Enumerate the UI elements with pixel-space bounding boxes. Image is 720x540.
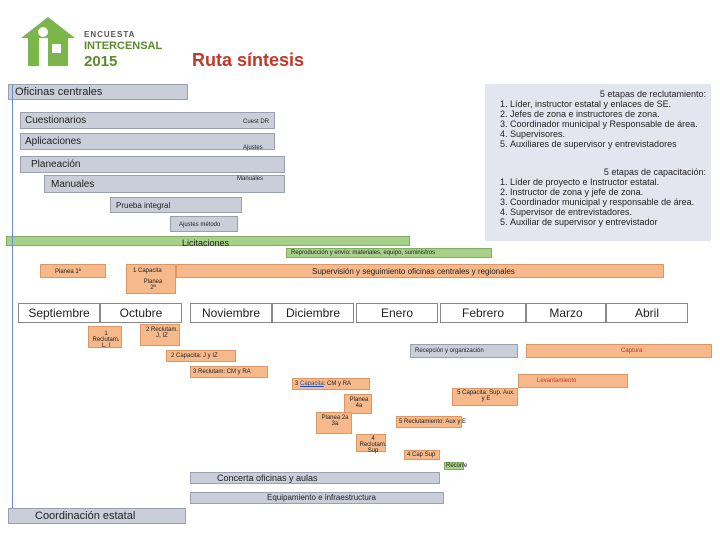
bar-capacita-2: 2 Capacita: J y IZ <box>166 350 236 362</box>
recruitment-item: Líder, instructor estatal y enlaces de S… <box>510 99 706 109</box>
bar-captura: Captura <box>526 344 712 358</box>
planea1-label: Planea 1ª <box>55 269 81 275</box>
manuales-label: Manuales <box>237 176 264 182</box>
logo-line-3: 2015 <box>84 53 118 70</box>
month-noviembre: Noviembre <box>190 303 272 323</box>
bar-levantamiento: Levantamiento <box>518 374 628 388</box>
recruitment-item: Coordinador municipal y Responsable de á… <box>510 119 706 129</box>
capsup-label: 4 Cap Sup <box>407 452 436 458</box>
state-header-label: Coordinación estatal <box>35 510 136 522</box>
bar-reclutamiento-1: 1 Reclutam. L, I <box>88 326 122 349</box>
recruitment-item: Auxiliares de supervisor y entrevistador… <box>510 139 706 149</box>
month-abril: Abril <box>606 303 688 323</box>
planea4a-label: Planea 4a <box>349 397 369 409</box>
reclut5-label: 5 Reclutamiento: Aux y E <box>399 419 467 425</box>
bar-reclut-3: 3 Reclutam: CM y RA <box>190 366 268 378</box>
bar-reproduccion: Reproducción y envío: materiales, equipo… <box>286 248 492 258</box>
month-febrero: Febrero <box>440 303 526 323</box>
planeacion-label: Planeación <box>31 159 81 170</box>
bar-supervision: Supervisión y seguimiento oficinas centr… <box>176 264 664 278</box>
training-list: 5 etapas de capacitación: Líder de proye… <box>492 167 706 227</box>
capacita1-label: 1 Capacita <box>133 268 162 274</box>
bar-equipamiento: Equipamiento e infraestructura <box>190 492 444 504</box>
page-title: Ruta síntesis <box>192 50 305 70</box>
aplicaciones-label: Aplicaciones <box>25 136 82 147</box>
bar-reclut-5: 5 Reclutamiento: Aux y E <box>396 416 466 428</box>
levantamiento-label: Levantamiento <box>537 378 577 384</box>
training-item: Coordinador municipal y responsable de á… <box>510 197 706 207</box>
bar-recorre: Recorre <box>444 462 468 470</box>
capacita2-label: 2 Capacita: J y IZ <box>171 353 218 359</box>
month-enero: Enero <box>356 303 438 323</box>
bar-capacita-1: 1 Capacita Planea 2ª <box>126 264 176 294</box>
month-marzo: Marzo <box>526 303 606 323</box>
bar-planea-1: Planea 1ª <box>40 264 106 278</box>
training-item: Supervisor de entrevistadores. <box>510 207 706 217</box>
reclutamiento2-label: 2 Reclutam. J, IZ <box>145 327 178 339</box>
logo: ENCUESTA INTERCENSAL 2015 <box>18 14 188 78</box>
bar-capacita-5: 5 Capacita: Sup. Aux. y E <box>452 388 518 406</box>
recorre-label: Recorre <box>446 463 468 469</box>
ajustes-label: Ajustes <box>243 145 263 151</box>
offices-header-label: Oficinas centrales <box>15 86 103 98</box>
capacita5-label: 5 Capacita: Sup. Aux. y E <box>457 390 515 402</box>
concerta-label: Concerta oficinas y aulas <box>217 473 318 483</box>
recruitment-title: 5 etapas de reclutamiento: <box>599 89 706 99</box>
month-octubre: Octubre <box>100 303 182 323</box>
bar-ajustes-metodo: Ajustes método <box>170 216 238 232</box>
month-septiembre: Septiembre <box>18 303 100 323</box>
planea2-label: Planea 2ª <box>143 279 163 291</box>
capacita3-tail: : CM y RA <box>323 381 352 387</box>
supervision-label: Supervisión y seguimiento oficinas centr… <box>312 267 515 276</box>
ajustes-metodo-label: Ajustes método <box>179 222 221 228</box>
prueba-label: Prueba integral <box>116 201 171 210</box>
recepcion-label: Recepción y organización <box>415 348 484 354</box>
licitaciones-label: Licitaciones <box>182 238 230 248</box>
training-item: Líder de proyecto e Instructor estatal. <box>510 177 706 187</box>
training-title: 5 etapas de capacitación: <box>603 167 706 177</box>
training-item: Auxiliar de supervisor y entrevistador <box>510 217 706 227</box>
capacita3-num: 3 <box>295 381 299 387</box>
planea3-label: Planea 2a 3a <box>321 415 349 427</box>
recruitment-item: Jefes de zona e instructores de zona. <box>510 109 706 119</box>
equipamiento-label: Equipamiento e infraestructura <box>267 493 376 502</box>
bar-planea-3: Planea 2a 3a <box>316 412 352 434</box>
reclutamiento1-label: 1 Reclutam. L, I <box>92 331 120 349</box>
bar-manuales: Manuales Manuales <box>44 175 285 193</box>
bar-reclut-4: 4 Reclutam. Sup <box>356 434 387 454</box>
captura-label: Captura <box>621 348 643 354</box>
bar-cuestionarios: Cuestionarios Cuest DR <box>20 112 275 129</box>
offices-header: Oficinas centrales <box>8 84 188 100</box>
bar-aplicaciones: Aplicaciones Ajustes <box>20 133 275 151</box>
reclut4-label: 4 Reclutam. Sup <box>359 436 387 454</box>
logo-line-2: INTERCENSAL <box>84 40 163 52</box>
reproduccion-label: Reproducción y envío: materiales, equipo… <box>291 250 436 256</box>
manuales-short-label: Manuales <box>51 179 95 190</box>
bar-planeacion: Planeación <box>20 156 285 173</box>
recruitment-list: 5 etapas de reclutamiento: Líder, instru… <box>492 89 706 149</box>
bar-prueba-integral: Prueba integral <box>110 197 242 213</box>
cuest-dr-label: Cuest DR <box>243 119 270 125</box>
bar-capsup: 4 Cap Sup <box>404 450 440 460</box>
logo-line-1: ENCUESTA <box>84 30 136 39</box>
capacita3-link[interactable]: Capacita <box>300 381 324 387</box>
cuestionarios-label: Cuestionarios <box>25 115 87 126</box>
lists-panel <box>485 84 711 241</box>
bar-capacita-3: 3 Capacita: CM y RA <box>292 378 370 390</box>
bar-reclutamiento-2: 2 Reclutam. J, IZ <box>140 324 180 346</box>
bar-planea-4a: Planea 4a <box>344 394 372 414</box>
state-header: Coordinación estatal <box>8 508 186 524</box>
bar-licitaciones <box>6 236 410 246</box>
recruitment-item: Supervisores. <box>510 129 706 139</box>
month-diciembre: Diciembre <box>272 303 354 323</box>
timeline-line <box>12 84 13 522</box>
training-item: Instructor de zona y jefe de zona. <box>510 187 706 197</box>
bar-concerta: Concerta oficinas y aulas <box>190 472 440 484</box>
house-person-icon <box>21 17 75 66</box>
capacita3-text: 3 Capacita: CM y RA <box>295 381 351 387</box>
reclut3-label: 3 Reclutam: CM y RA <box>193 369 251 375</box>
bar-recepcion: Recepción y organización <box>410 344 518 358</box>
